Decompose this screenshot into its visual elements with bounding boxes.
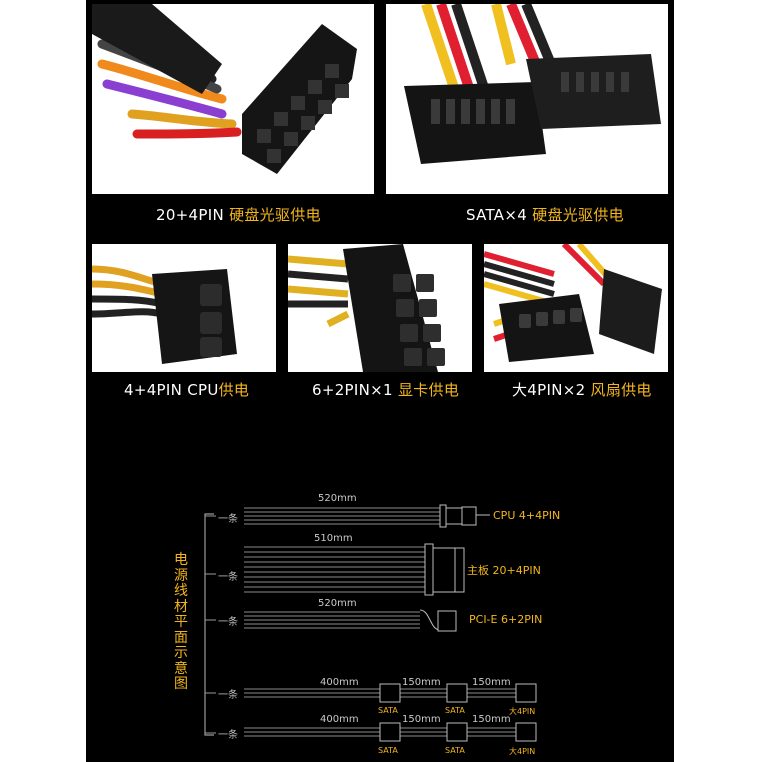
caption-sata-highlight: 硬盘光驱供电 xyxy=(532,206,624,224)
caption-24pin-text: 20+4PIN xyxy=(156,206,230,224)
length-pcie: 520mm xyxy=(318,598,357,609)
one-label-2: 一条 xyxy=(218,572,238,583)
connector-pcie-label: PCI-E 6+2PIN xyxy=(469,613,543,626)
sata2-c1: SATA xyxy=(378,746,398,755)
caption-sata-text: SATA×4 xyxy=(466,206,533,224)
caption-pcie: 6+2PIN×1 显卡供电 xyxy=(312,379,459,400)
sata1-seg3: 150mm xyxy=(472,677,511,688)
connector-cpu-label: CPU 4+4PIN xyxy=(493,509,561,522)
sata1-c3: 大4PIN xyxy=(509,707,536,716)
caption-sata: SATA×4 硬盘光驱供电 xyxy=(466,204,624,225)
caption-24pin-highlight: 硬盘光驱供电 xyxy=(229,206,321,224)
caption-molex-highlight: 风扇供电 xyxy=(590,381,652,399)
caption-cpu: 4+4PIN CPU供电 xyxy=(124,379,249,400)
sata2-c2: SATA xyxy=(445,746,465,755)
sata1-seg2: 150mm xyxy=(402,677,441,688)
sata2-seg2: 150mm xyxy=(402,714,441,725)
caption-pcie-highlight: 显卡供电 xyxy=(397,381,460,399)
sata1-c2: SATA xyxy=(445,706,465,715)
diagram-side-label: 电源线材平面示意图 xyxy=(174,552,188,692)
one-label-1: 一条 xyxy=(218,514,238,525)
length-cpu: 520mm xyxy=(318,493,357,504)
caption-cpu-text: 4+4PIN CPU xyxy=(124,381,219,399)
caption-molex-text: 大4PIN×2 xyxy=(512,381,591,399)
sata2-c3: 大4PIN xyxy=(509,747,536,756)
photo-24pin-connector xyxy=(92,4,374,194)
sata1-c1: SATA xyxy=(378,706,398,715)
length-mainboard: 510mm xyxy=(314,533,353,544)
one-label-3: 一条 xyxy=(218,617,238,628)
photo-pcie-connector xyxy=(288,244,472,372)
sata2-seg3: 150mm xyxy=(472,714,511,725)
one-label-4: 一条 xyxy=(218,690,238,701)
caption-cpu-highlight: 供电 xyxy=(218,381,250,399)
connector-mainboard-label: 主板 20+4PIN xyxy=(467,564,541,577)
caption-pcie-text: 6+2PIN×1 xyxy=(312,381,398,399)
photo-molex-connector xyxy=(484,244,668,372)
caption-molex: 大4PIN×2 风扇供电 xyxy=(512,379,652,400)
photo-sata-connector xyxy=(386,4,668,194)
caption-24pin: 20+4PIN 硬盘光驱供电 xyxy=(156,204,321,225)
one-label-5: 一条 xyxy=(218,730,238,741)
sata1-seg1: 400mm xyxy=(320,677,359,688)
photo-cpu-connector xyxy=(92,244,276,372)
sata2-seg1: 400mm xyxy=(320,714,359,725)
